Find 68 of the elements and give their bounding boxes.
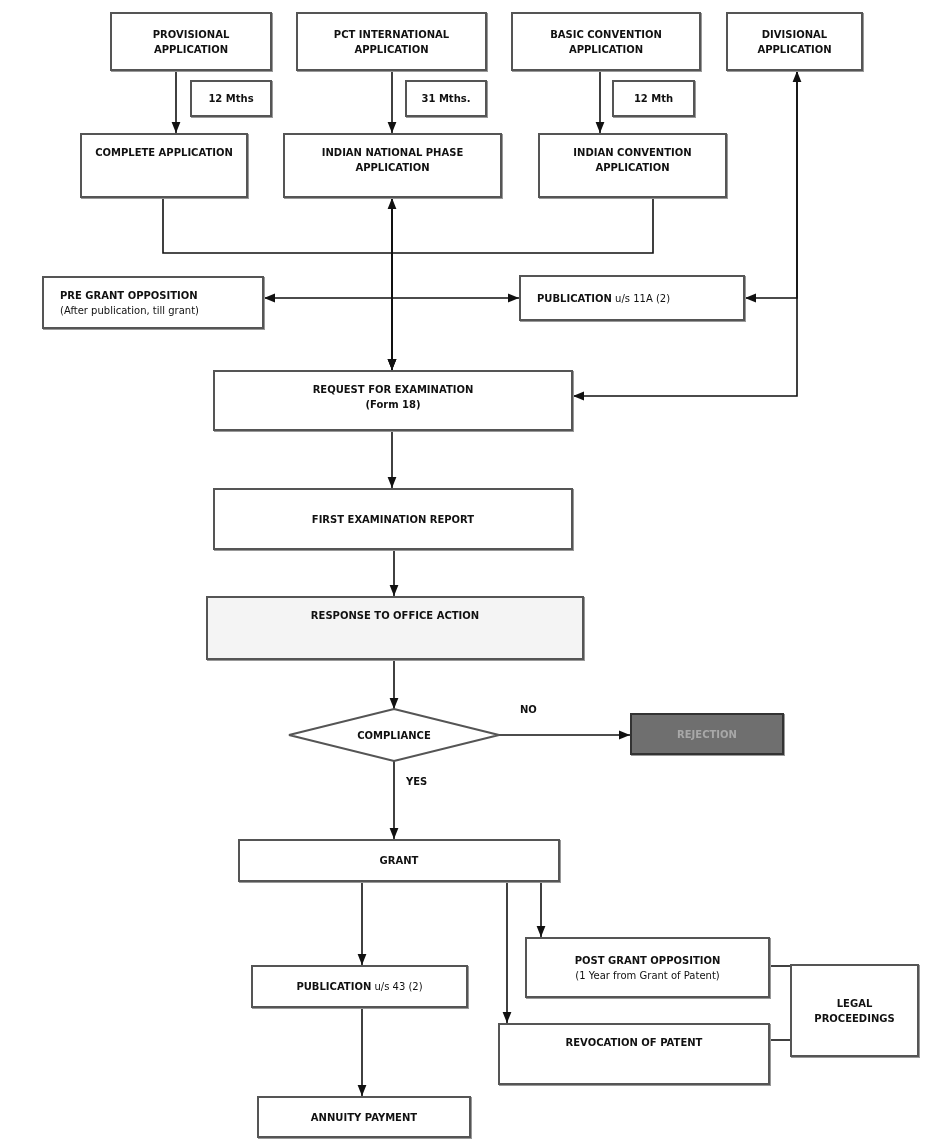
arrow (572, 70, 798, 401)
process-box (296, 12, 487, 71)
box-note: (Form 18) (364, 398, 422, 412)
arrow (387, 430, 397, 489)
rejection-box (630, 713, 784, 755)
arrow (391, 197, 520, 303)
arrow (389, 549, 399, 597)
process-box (538, 133, 727, 198)
arrow (536, 881, 546, 938)
box-label: PROVISIONAL APPLICATION (151, 27, 231, 57)
process-box (790, 964, 919, 1057)
box-label: COMPLIANCE (356, 728, 432, 743)
box-label: 12 Mth (632, 92, 675, 106)
arrow (171, 70, 181, 134)
process-box (42, 276, 264, 329)
arrow (498, 730, 631, 740)
box-label: POST GRANT OPPOSITION (573, 953, 722, 968)
process-box (206, 596, 584, 660)
process-box (190, 80, 272, 117)
box-label: ANNUITY PAYMENT (309, 1110, 419, 1125)
box-label: DIVISIONAL APPLICATION (756, 27, 833, 57)
box-label: 31 Mths. (420, 92, 472, 106)
edge-label: YES (404, 775, 430, 788)
process-box (110, 12, 272, 71)
edge-label: NO (518, 703, 539, 716)
box-label: GRANT (378, 854, 420, 868)
process-box (251, 965, 468, 1008)
box-label: PUBLICATION u/s 11A (2) (536, 291, 672, 306)
box-label: REQUEST FOR EXAMINATION (311, 383, 475, 397)
process-box (726, 12, 863, 71)
arrow (357, 881, 367, 966)
box-label: COMPLETE APPLICATION (94, 146, 234, 160)
box-note: (After publication, till grant) (59, 303, 200, 318)
box-note: (1 Year from Grant of Patent) (574, 968, 721, 983)
box-label: INDIAN NATIONAL PHASE APPLICATION (320, 146, 465, 175)
box-label: RESPONSE TO OFFICE ACTION (309, 609, 481, 623)
process-box (80, 133, 248, 198)
arrow (389, 659, 399, 710)
connector-line (769, 965, 791, 967)
box-label: INDIAN CONVENTION APPLICATION (572, 146, 693, 175)
box-label: PCT INTERNATIONAL APPLICATION (332, 27, 451, 57)
box-label: LEGAL PROCEEDINGS (813, 996, 896, 1026)
process-box (283, 133, 502, 198)
box-label: PRE GRANT OPPOSITION (59, 288, 199, 303)
process-box (498, 1023, 770, 1085)
decision-diamond (288, 708, 500, 762)
process-box (238, 839, 560, 882)
arrow (357, 1007, 367, 1097)
box-label: 12 Mths (207, 92, 255, 106)
arrow (502, 881, 512, 1024)
box-label: BASIC CONVENTION APPLICATION (549, 27, 663, 57)
process-box (257, 1096, 471, 1138)
box-label: REJECTION (676, 727, 738, 742)
process-box (519, 275, 745, 321)
box-label: PUBLICATION u/s 43 (2) (295, 980, 424, 994)
box-label: FIRST EXAMINATION REPORT (310, 512, 476, 527)
arrow (389, 760, 399, 840)
process-box (213, 488, 573, 550)
process-box (213, 370, 573, 431)
process-box (511, 12, 701, 71)
connector-line (769, 1039, 791, 1041)
arrow (387, 70, 397, 134)
process-box (612, 80, 695, 117)
arrow (387, 197, 654, 371)
box-label: REVOCATION OF PATENT (564, 1036, 704, 1050)
arrow (595, 70, 605, 134)
process-box (405, 80, 487, 117)
process-box (525, 937, 770, 998)
